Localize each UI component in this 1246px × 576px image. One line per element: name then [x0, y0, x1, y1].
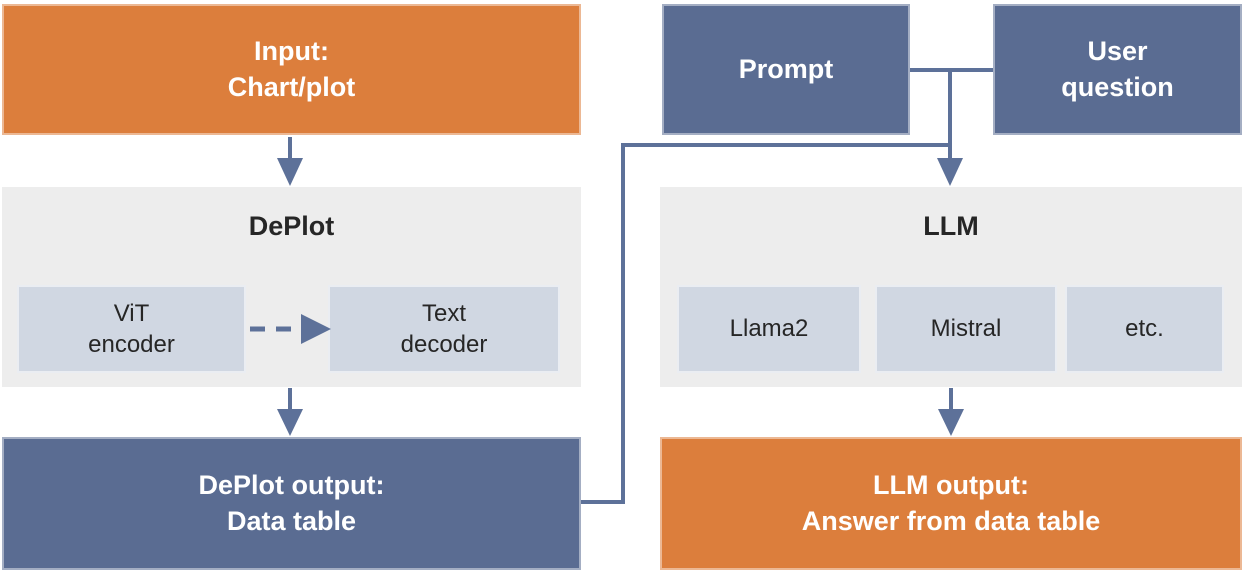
etc-chip: etc.	[1065, 285, 1224, 373]
llm-output-box: LLM output: Answer from data table	[660, 437, 1242, 570]
arrow-into-llm-icon	[937, 70, 963, 186]
deplot-title: DePlot	[248, 211, 335, 241]
input-box: Input: Chart/plot	[2, 4, 581, 135]
arrow-deplot-to-output-icon	[277, 388, 303, 436]
arrow-input-to-deplot-icon	[277, 137, 303, 186]
vit-encoder-chip: ViT encoder	[17, 285, 246, 373]
llm-panel: LLM Llama2 Mistral etc.	[660, 187, 1242, 387]
deplot-output-box: DePlot output: Data table	[2, 437, 581, 570]
text-decoder-chip: Text decoder	[328, 285, 560, 373]
llama2-chip: Llama2	[677, 285, 861, 373]
prompt-box: Prompt	[662, 4, 910, 135]
deplot-panel: DePlot ViT encoder Text decoder	[2, 187, 581, 387]
llm-title: LLM	[923, 211, 979, 241]
mistral-chip: Mistral	[875, 285, 1057, 373]
arrow-llm-to-output-icon	[938, 388, 964, 436]
user-question-box: User question	[993, 4, 1242, 135]
